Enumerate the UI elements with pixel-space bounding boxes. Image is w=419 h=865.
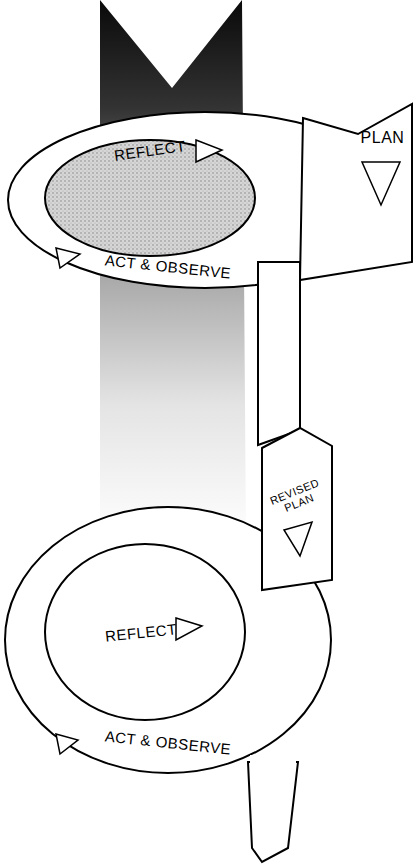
revised-plan-strip	[262, 428, 332, 590]
direction-arrow	[196, 140, 222, 162]
loop-hole	[45, 544, 245, 720]
tail-joint	[250, 755, 296, 767]
spiral-tail	[248, 762, 298, 862]
stage-label: PLAN	[355, 128, 410, 147]
direction-arrow	[56, 248, 80, 268]
direction-arrow	[362, 162, 400, 205]
direction-arrow	[176, 618, 202, 640]
plan-strip	[300, 104, 412, 280]
direction-arrow	[284, 522, 312, 556]
spine	[258, 262, 300, 445]
direction-arrow	[56, 734, 78, 754]
